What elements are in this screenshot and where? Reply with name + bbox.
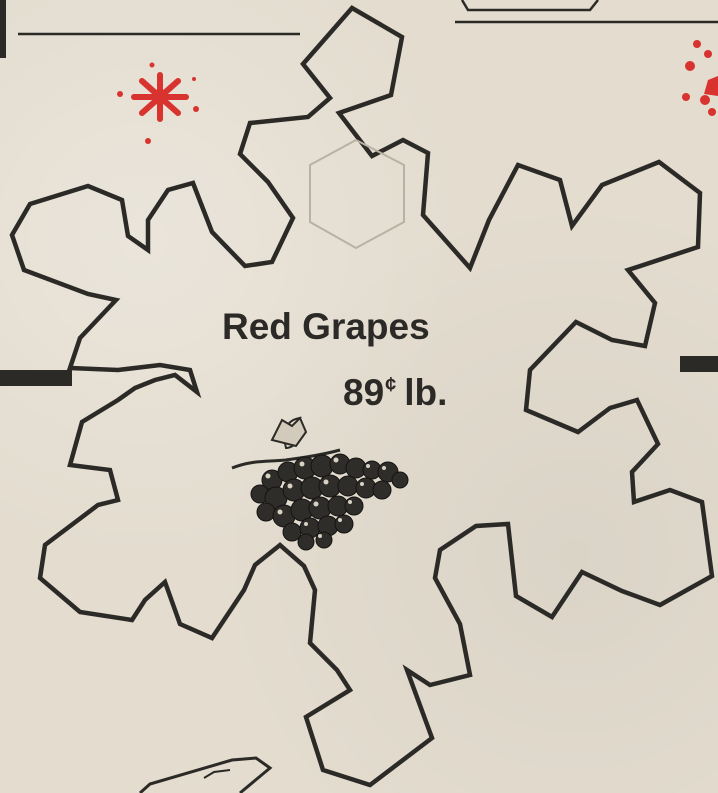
red-starburst-icon	[117, 62, 199, 144]
price-amount: 89	[343, 372, 385, 413]
snowflake-outline	[9, 5, 715, 788]
product-name: Red Grapes	[222, 306, 430, 347]
red-dots-icon	[682, 40, 718, 116]
cents-symbol: ¢	[385, 374, 397, 396]
grape-cluster-icon	[231, 416, 409, 551]
faint-hexagon	[309, 138, 405, 250]
price-unit: lb.	[404, 372, 448, 413]
price-label: 89¢ lb.	[343, 372, 447, 414]
